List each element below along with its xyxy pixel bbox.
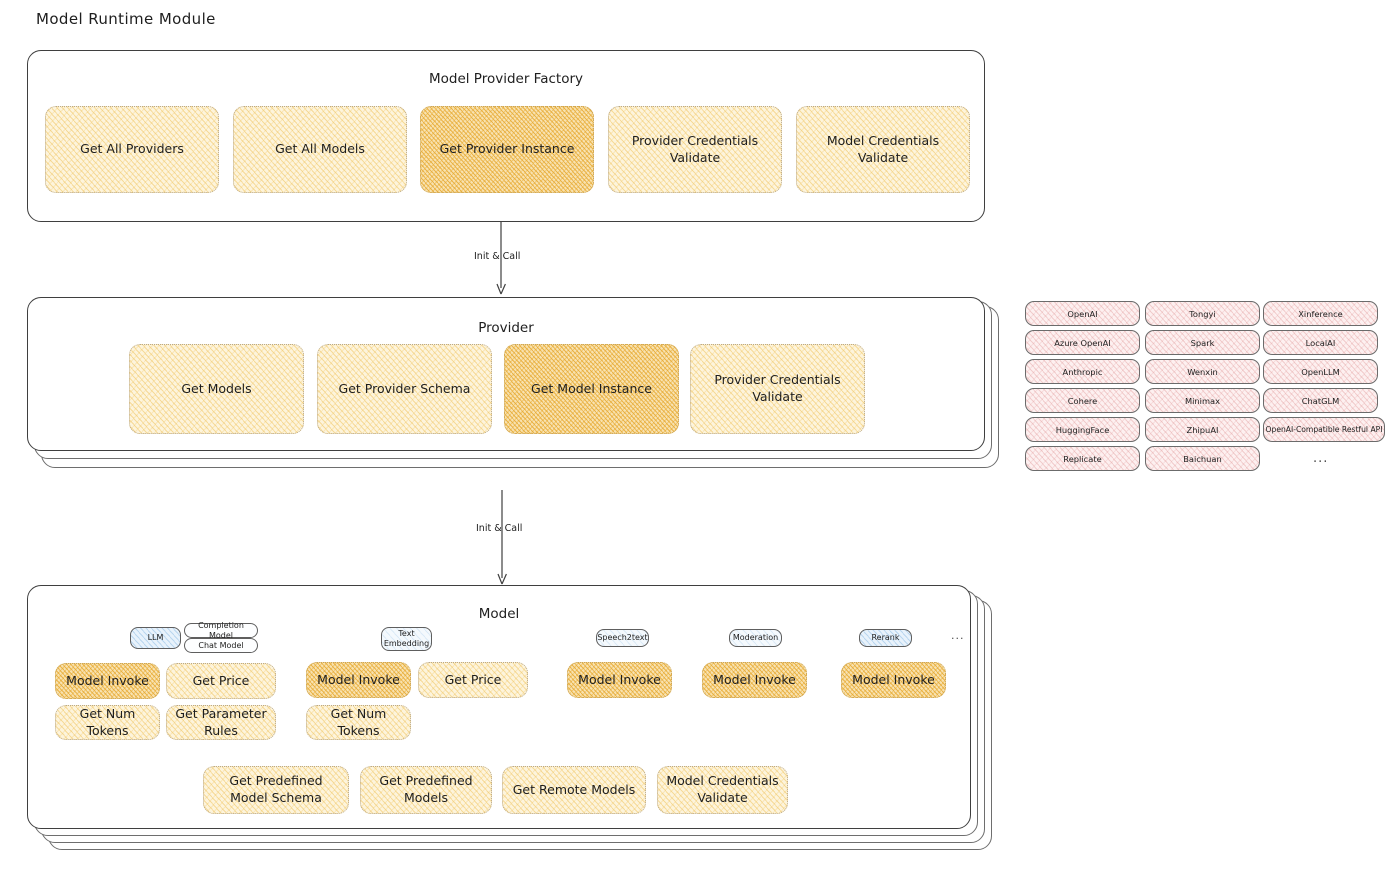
model-type-chip-moderation[interactable]: Moderation [729, 629, 782, 647]
model-provider-factory-title: Model Provider Factory [428, 71, 583, 87]
provider-chip-tongyi[interactable]: Tongyi [1145, 301, 1260, 326]
provider-chip-openai[interactable]: OpenAI [1025, 301, 1140, 326]
model-llm-node-get-price[interactable]: Get Price [166, 663, 276, 699]
model-llm-node-get-num-tokens[interactable]: Get Num Tokens [55, 705, 160, 740]
provider-node-provider-credentials-validate[interactable]: Provider Credentials Validate [690, 344, 865, 434]
provider-chip-xinference[interactable]: Xinference [1263, 301, 1378, 326]
model-type-chip-rerank[interactable]: Rerank [859, 629, 912, 647]
provider-list-more-ellipsis: ... [1313, 451, 1329, 466]
provider-node-get-models[interactable]: Get Models [129, 344, 304, 434]
provider-chip-baichuan[interactable]: Baichuan [1145, 446, 1260, 471]
arrow-provider-to-model [497, 490, 507, 585]
provider-chip-anthropic[interactable]: Anthropic [1025, 359, 1140, 384]
provider-chip-chatglm[interactable]: ChatGLM [1263, 388, 1378, 413]
model-types-more-ellipsis: ... [951, 629, 965, 642]
model-type-chip-text-embedding[interactable]: Text Embedding [381, 627, 432, 651]
provider-chip-openai-compatible-restful-api[interactable]: OpenAI-Compatible Restful API [1263, 417, 1385, 442]
model-text-embedding-node-get-price[interactable]: Get Price [418, 662, 528, 698]
provider-chip-minimax[interactable]: Minimax [1145, 388, 1260, 413]
arrow-factory-to-provider [496, 222, 506, 295]
model-title: Model [478, 606, 520, 622]
model-common-node-get-remote-models[interactable]: Get Remote Models [502, 766, 646, 814]
provider-chip-azure-openai[interactable]: Azure OpenAI [1025, 330, 1140, 355]
provider-chip-zhipuai[interactable]: ZhipuAI [1145, 417, 1260, 442]
provider-chip-cohere[interactable]: Cohere [1025, 388, 1140, 413]
arrow-label-init-and-call-1: Init & Call [474, 251, 521, 262]
model-llm-node-get-parameter-rules[interactable]: Get Parameter Rules [166, 705, 276, 740]
model-subchip-chat-model[interactable]: Chat Model [184, 638, 258, 653]
provider-chip-huggingface[interactable]: HuggingFace [1025, 417, 1140, 442]
model-type-chip-speech2text[interactable]: Speech2text [596, 629, 649, 647]
provider-node-get-model-instance[interactable]: Get Model Instance [504, 344, 679, 434]
model-moderation-node-model-invoke[interactable]: Model Invoke [702, 662, 807, 698]
model-text-embedding-node-model-invoke[interactable]: Model Invoke [306, 662, 411, 698]
provider-chip-spark[interactable]: Spark [1145, 330, 1260, 355]
factory-node-get-all-models[interactable]: Get All Models [233, 106, 407, 193]
model-speech2text-node-model-invoke[interactable]: Model Invoke [567, 662, 672, 698]
factory-node-model-credentials-validate[interactable]: Model Credentials Validate [796, 106, 970, 193]
model-common-node-model-credentials-validate[interactable]: Model Credentials Validate [657, 766, 788, 814]
model-subchip-completion-model[interactable]: Completion Model [184, 621, 258, 640]
provider-chip-localai[interactable]: LocalAI [1263, 330, 1378, 355]
factory-node-get-all-providers[interactable]: Get All Providers [45, 106, 219, 193]
model-common-node-get-predefined-model-schema[interactable]: Get Predefined Model Schema [203, 766, 349, 814]
page-title: Model Runtime Module [36, 10, 216, 28]
arrow-label-init-and-call-2: Init & Call [476, 523, 523, 534]
model-text-embedding-node-get-num-tokens[interactable]: Get Num Tokens [306, 705, 411, 740]
model-rerank-node-model-invoke[interactable]: Model Invoke [841, 662, 946, 698]
provider-chip-replicate[interactable]: Replicate [1025, 446, 1140, 471]
factory-node-provider-credentials-validate[interactable]: Provider Credentials Validate [608, 106, 782, 193]
model-llm-node-model-invoke[interactable]: Model Invoke [55, 663, 160, 699]
provider-title: Provider [478, 320, 534, 336]
model-common-node-get-predefined-models[interactable]: Get Predefined Models [360, 766, 492, 814]
factory-node-get-provider-instance[interactable]: Get Provider Instance [420, 106, 594, 193]
provider-node-get-provider-schema[interactable]: Get Provider Schema [317, 344, 492, 434]
provider-chip-wenxin[interactable]: Wenxin [1145, 359, 1260, 384]
model-type-chip-llm[interactable]: LLM [130, 627, 181, 649]
provider-chip-openllm[interactable]: OpenLLM [1263, 359, 1378, 384]
